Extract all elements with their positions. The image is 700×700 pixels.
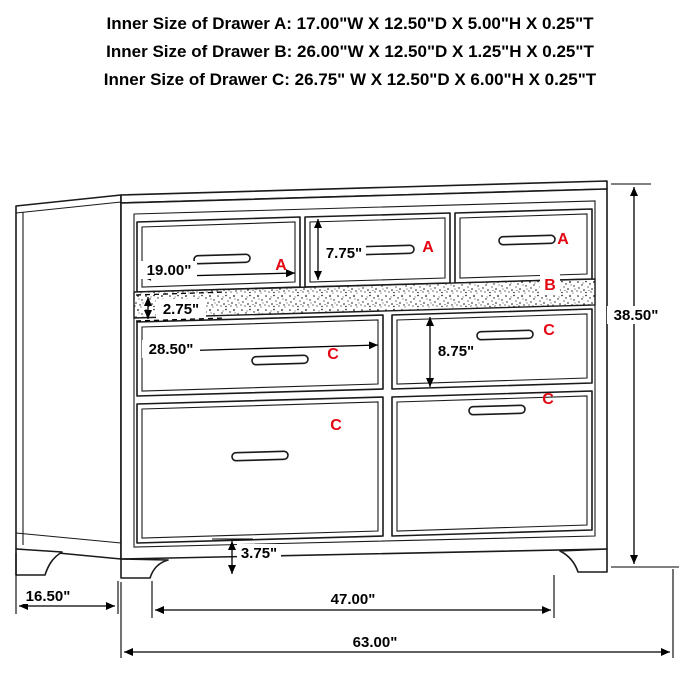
drawer-a3-letter: A xyxy=(557,231,569,248)
drawer-c1-inner-line xyxy=(141,319,379,392)
drawer-c1-handle-icon xyxy=(251,354,309,366)
dim-label-bg xyxy=(156,299,206,318)
dimension-annotations: 19.00" 7.75" 2.75" 28.50" 8.75" xyxy=(15,183,679,658)
side-top-edge-line xyxy=(15,201,122,214)
drawer-letters: A A A B C C C C xyxy=(275,231,569,434)
dim-label-bg xyxy=(346,633,404,649)
dim-label-bg xyxy=(141,261,197,279)
drawer-c4-handle-icon xyxy=(468,404,526,416)
drawer-a1 xyxy=(136,216,301,293)
front-right-foot xyxy=(559,548,608,573)
drawer-b-size-note: Inner Size of Drawer B: 26.00"W X 12.50"… xyxy=(106,42,594,61)
dimension-base-height: 3.75" xyxy=(212,538,281,574)
side-panel xyxy=(15,194,122,560)
drawer-c2-front xyxy=(136,396,384,544)
dim-label-bg xyxy=(607,306,665,324)
dim-c-width-label: 28.50" xyxy=(149,341,194,358)
drawer-c3-front xyxy=(391,308,593,390)
dim-label-bg xyxy=(324,591,382,607)
dresser-body xyxy=(15,180,608,579)
drawer-size-notes: Inner Size of Drawer A: 17.00"W X 12.50"… xyxy=(0,10,700,94)
drawer-a-size-note: Inner Size of Drawer A: 17.00"W X 12.50"… xyxy=(106,14,594,33)
drawer-a3 xyxy=(454,208,593,284)
dim-b-height-label: 2.75" xyxy=(163,301,199,318)
bracket-feet xyxy=(15,548,608,579)
drawer-a3-inner-line xyxy=(459,213,588,279)
side-panel-face xyxy=(15,194,122,560)
dimension-overall-height: 38.50" xyxy=(607,183,679,568)
front-left-foot xyxy=(120,558,169,579)
drawer-c4-front xyxy=(391,390,593,537)
dim-base-height-label: 3.75" xyxy=(241,545,277,562)
dim-a-width-label: 19.00" xyxy=(147,262,192,279)
drawer-a2-letter: A xyxy=(422,239,434,256)
drawer-a2-handle-icon xyxy=(357,244,415,256)
dim-overall-width-label: 63.00" xyxy=(353,634,398,651)
drawer-a3-front xyxy=(454,208,593,284)
drawer-c4-letter: C xyxy=(542,391,554,408)
dimension-drawer-a-width: 19.00" xyxy=(141,261,296,281)
drawer-a1-handle-icon xyxy=(193,253,251,265)
drawer-c3-handle-icon xyxy=(476,329,534,341)
front-frame-inner xyxy=(133,200,596,548)
dim-label-bg xyxy=(20,588,76,604)
dim-c-height-label: 8.75" xyxy=(438,343,474,360)
dimension-drawer-c-height: 8.75" xyxy=(426,317,478,387)
drawer-a2 xyxy=(304,212,451,288)
side-bottom-rail-line xyxy=(15,532,122,544)
drawer-c1-letter: C xyxy=(327,346,339,363)
drawer-a3-handle-icon xyxy=(498,234,556,246)
drawer-c4-inner-line xyxy=(396,395,588,532)
drawer-c2-inner-line xyxy=(141,401,379,539)
dimension-depth: 16.50" xyxy=(15,553,119,614)
dim-label-bg xyxy=(142,340,200,358)
drawer-c2-handle-icon xyxy=(231,450,289,462)
dim-label-bg xyxy=(322,244,366,262)
dimension-feet-span: 47.00" xyxy=(151,575,555,618)
drawer-c2-letter: C xyxy=(330,417,342,434)
dimension-drawer-b-height: 2.75" xyxy=(135,291,227,322)
dim-a-height-label: 7.75" xyxy=(326,245,362,262)
dimension-drawer-c-width: 28.50" xyxy=(141,340,379,358)
drawer-c4-right xyxy=(391,390,593,537)
dim-feet-span-label: 47.00" xyxy=(331,591,376,608)
drawer-c-size-note: Inner Size of Drawer C: 26.75" W X 12.50… xyxy=(103,70,597,89)
back-left-foot xyxy=(15,548,63,576)
hidden-drawer-b-band xyxy=(133,278,596,319)
dim-overall-height-label: 38.50" xyxy=(614,307,659,324)
dim-label-bg xyxy=(237,544,281,562)
drawer-a2-inner-line xyxy=(309,217,446,283)
drawer-b-letter-bg xyxy=(540,274,560,294)
dimension-overall-width: 63.00" xyxy=(120,569,674,658)
drawer-c2-left xyxy=(136,396,384,544)
dim-depth-label: 16.50" xyxy=(26,588,71,605)
drawer-c3-right xyxy=(391,308,593,390)
drawer-c3-letter: C xyxy=(543,322,555,339)
dim-label-bg xyxy=(434,342,478,360)
drawer-c3-inner-line xyxy=(396,313,588,385)
drawer-a1-letter: A xyxy=(275,257,287,274)
drawer-b-letter: B xyxy=(544,277,556,294)
dimension-drawer-a-height: 7.75" xyxy=(314,219,366,280)
